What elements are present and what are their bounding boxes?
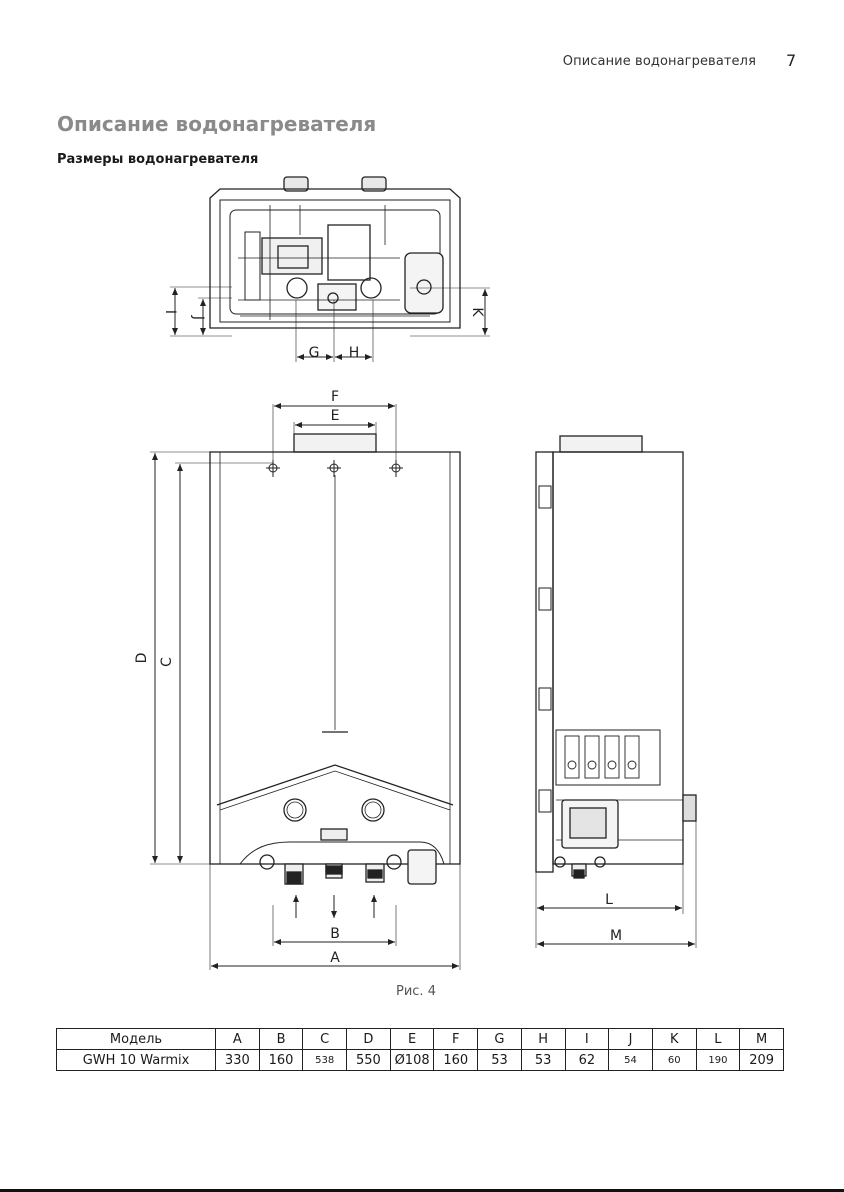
table-header-cell: D bbox=[347, 1029, 391, 1050]
table-cell: 538 bbox=[303, 1050, 347, 1071]
table-cell: 53 bbox=[478, 1050, 522, 1071]
dim-label-f: F bbox=[331, 389, 339, 405]
figure-caption: Рис. 4 bbox=[396, 984, 436, 999]
table-header-cell: Модель bbox=[57, 1029, 216, 1050]
side-view bbox=[536, 436, 696, 878]
dim-label-h: H bbox=[349, 345, 360, 361]
dim-label-k: K bbox=[469, 307, 485, 317]
table-cell: 160 bbox=[434, 1050, 478, 1071]
table-cell: 190 bbox=[696, 1050, 740, 1071]
table-header-cell: J bbox=[609, 1029, 653, 1050]
table-cell: 53 bbox=[521, 1050, 565, 1071]
table-header-cell: F bbox=[434, 1029, 478, 1050]
dim-label-j: J bbox=[190, 315, 206, 320]
table-header-cell: L bbox=[696, 1029, 740, 1050]
dim-label-c: C bbox=[159, 657, 175, 667]
table-cell: 209 bbox=[740, 1050, 784, 1071]
dim-label-b: B bbox=[330, 926, 340, 942]
table-header-cell: B bbox=[259, 1029, 303, 1050]
table-cell: 550 bbox=[347, 1050, 391, 1071]
table-cell: 54 bbox=[609, 1050, 653, 1071]
dim-label-g: G bbox=[309, 345, 320, 361]
dimensions-table: Модель A B C D E F G H I J K L M GWH 10 … bbox=[56, 1028, 784, 1071]
front-view bbox=[210, 434, 460, 918]
table-header-cell: I bbox=[565, 1029, 609, 1050]
top-view bbox=[210, 177, 460, 328]
dimension-drawing: I J K G H bbox=[0, 0, 844, 1010]
front-view-dimensions bbox=[150, 404, 460, 970]
table-header-cell: H bbox=[521, 1029, 565, 1050]
table-header-cell: M bbox=[740, 1029, 784, 1050]
table-cell: GWH 10 Warmix bbox=[57, 1050, 216, 1071]
dim-label-e: E bbox=[331, 408, 340, 424]
dim-label-m: M bbox=[610, 928, 622, 944]
table-cell: 160 bbox=[259, 1050, 303, 1071]
table-cell: Ø108 bbox=[390, 1050, 434, 1071]
table-header-row: Модель A B C D E F G H I J K L M bbox=[57, 1029, 784, 1050]
table-header-cell: C bbox=[303, 1029, 347, 1050]
table-header-cell: G bbox=[478, 1029, 522, 1050]
table-cell: 330 bbox=[216, 1050, 260, 1071]
dim-label-a: A bbox=[330, 950, 340, 966]
dim-label-l: L bbox=[605, 892, 613, 908]
table-header-cell: E bbox=[390, 1029, 434, 1050]
dim-label-d: D bbox=[134, 653, 150, 664]
dim-label-i: I bbox=[162, 310, 178, 314]
table-cell: 62 bbox=[565, 1050, 609, 1071]
table-header-cell: K bbox=[652, 1029, 696, 1050]
table-header-cell: A bbox=[216, 1029, 260, 1050]
table-row: GWH 10 Warmix 330 160 538 550 Ø108 160 5… bbox=[57, 1050, 784, 1071]
table-cell: 60 bbox=[652, 1050, 696, 1071]
